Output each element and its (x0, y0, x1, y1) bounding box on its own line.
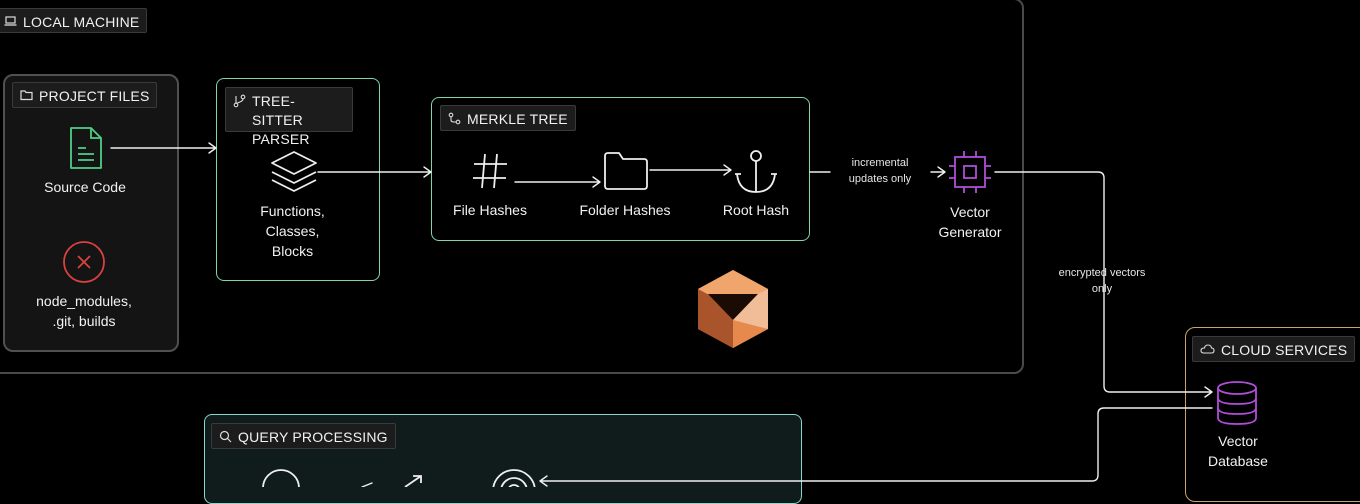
project-files-title: PROJECT FILES (39, 88, 150, 104)
connector-layer (110, 142, 1213, 487)
project-files-tag: PROJECT FILES (12, 82, 158, 108)
local-machine-tag: LOCAL MACHINE (0, 8, 148, 33)
generator-to-database-arrow (994, 171, 1213, 398)
user-icon (262, 469, 300, 487)
cpu-chip-icon (949, 151, 991, 193)
parser-title: TREE-SITTER PARSER (252, 93, 310, 147)
cloud-icon (1200, 344, 1215, 354)
folder-hashes-icon (604, 152, 648, 190)
folder-hashes-label: Folder Hashes (579, 202, 671, 218)
target-icon (492, 469, 536, 487)
parser-to-merkle-arrow (317, 166, 432, 178)
laptop-icon (4, 16, 17, 26)
git-commit-icon (448, 112, 461, 125)
git-branch-icon (233, 94, 246, 108)
arrow-up-right-icon (404, 475, 422, 487)
folder-icon (20, 90, 33, 101)
layers-icon (271, 151, 317, 192)
hash-icon (473, 153, 507, 189)
folder-to-root-arrow (649, 164, 732, 176)
project-files-panel (3, 74, 179, 352)
source-to-parser-arrow (110, 142, 217, 154)
cloud-services-title: CLOUD SERVICES (1221, 342, 1348, 358)
file-code-icon (70, 127, 102, 169)
ignored-files-label: node_modules, .git, builds (36, 293, 132, 329)
close-circle-icon (63, 241, 105, 283)
source-code-label: Source Code (44, 179, 126, 195)
local-machine-title: LOCAL MACHINE (23, 14, 140, 30)
query-processing-tag: QUERY PROCESSING (211, 423, 396, 449)
vector-generator-label: Vector Generator (938, 204, 1002, 240)
incremental-to-generator-arrow (930, 166, 946, 178)
query-flow-arrow-1 (361, 482, 373, 487)
search-icon (219, 430, 232, 443)
parser-output-label: Functions, Classes, Blocks (260, 203, 325, 259)
cube-logo-icon (698, 270, 768, 348)
query-processing-title: QUERY PROCESSING (238, 429, 388, 445)
parser-tag: TREE-SITTER PARSER (225, 87, 353, 147)
database-icon (1217, 381, 1257, 425)
merkle-title: MERKLE TREE (467, 111, 568, 127)
anchor-icon (735, 150, 777, 193)
merkle-tag: MERKLE TREE (440, 105, 576, 131)
vector-database-label: Vector Database (1208, 433, 1268, 469)
file-to-folder-arrow (514, 176, 601, 188)
file-hashes-label: File Hashes (453, 202, 527, 218)
cloud-services-tag: CLOUD SERVICES (1192, 336, 1356, 362)
encrypted-vectors-label: encrypted vectors only (1058, 267, 1146, 295)
incremental-updates-label: incremental updates only (848, 157, 912, 185)
root-hash-label: Root Hash (722, 202, 790, 218)
query-to-database-arrow (539, 407, 1213, 487)
